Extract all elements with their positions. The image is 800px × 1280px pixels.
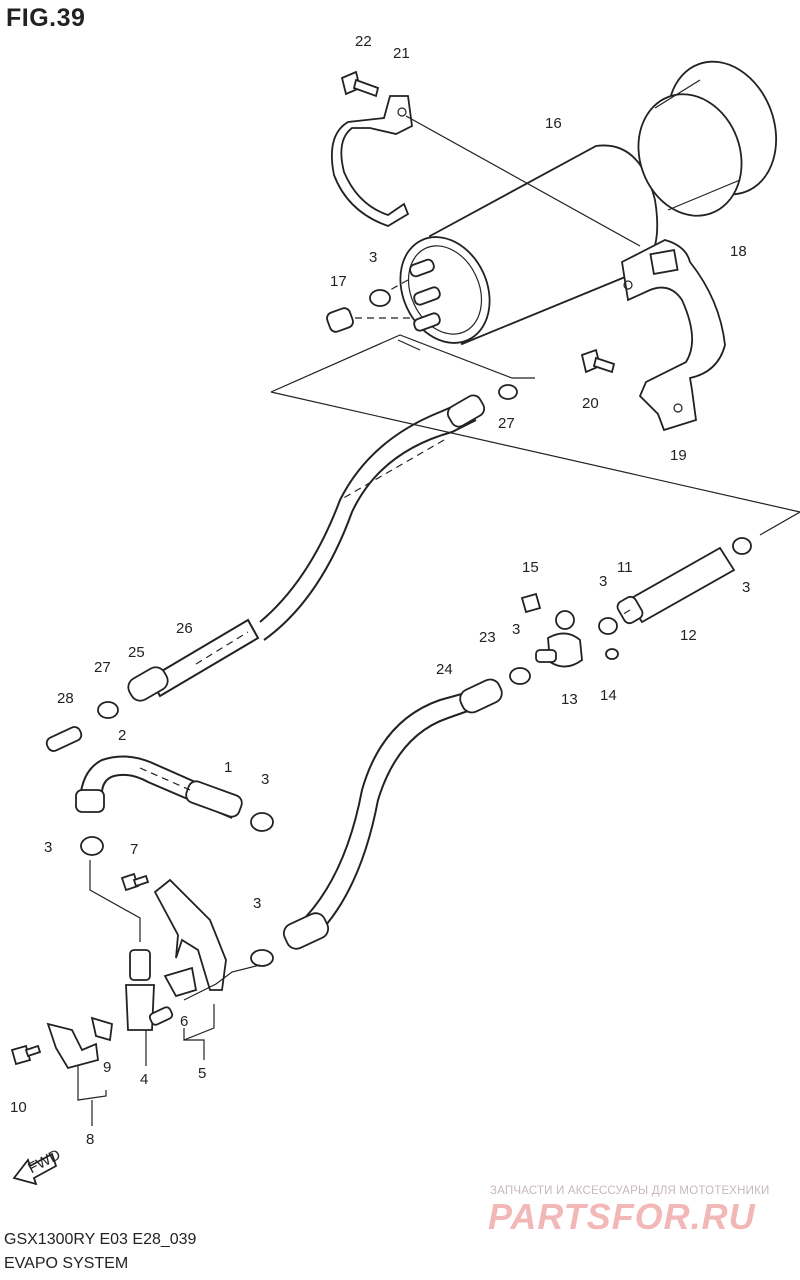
clip-6 [163, 966, 198, 998]
callout-3c: 3 [742, 579, 750, 596]
leader-lines [77, 115, 800, 1126]
callout-24: 24 [436, 661, 453, 678]
canister-16 [399, 144, 659, 346]
hose-24 [282, 678, 503, 950]
callout-15: 15 [522, 559, 539, 576]
callout-13: 13 [561, 691, 578, 708]
callout-25: 25 [128, 644, 145, 661]
callout-6: 6 [180, 1013, 188, 1030]
figure-title: FIG.39 [6, 4, 86, 32]
callout-20: 20 [582, 395, 599, 412]
callout-1: 1 [224, 759, 232, 776]
hose-1 [75, 755, 243, 819]
callout-26: 26 [176, 620, 193, 637]
callout-17: 17 [330, 273, 347, 290]
cap-17 [326, 307, 354, 333]
callout-28: 28 [57, 690, 74, 707]
callout-4: 4 [140, 1071, 148, 1088]
hose-26 [127, 394, 486, 702]
fwd-arrow-icon: FWD [12, 1146, 64, 1186]
callout-3b: 3 [599, 573, 607, 590]
callout-9: 9 [103, 1059, 111, 1076]
callout-21: 21 [393, 45, 410, 62]
screw-22 [340, 70, 380, 98]
callout-10: 10 [10, 1099, 27, 1116]
clamps [80, 289, 752, 967]
callout-23: 23 [479, 629, 496, 646]
valve-13 [520, 592, 619, 668]
part-callouts: 22 21 16 18 3 17 20 27 19 15 3 11 3 3 12… [10, 33, 750, 1148]
watermark-tagline: ЗАПЧАСТИ И АКСЕССУАРЫ ДЛЯ МОТОТЕХНИКИ [490, 1185, 770, 1197]
bracket-5 [153, 878, 227, 991]
callout-18: 18 [730, 243, 747, 260]
joint-28 [45, 726, 83, 752]
clip-9 [90, 1016, 113, 1042]
callout-3g: 3 [253, 895, 261, 912]
callout-5: 5 [198, 1065, 206, 1082]
bracket-19 [621, 239, 726, 432]
callout-2: 2 [118, 727, 126, 744]
callout-12: 12 [680, 627, 697, 644]
callout-3a: 3 [369, 249, 377, 266]
callout-22: 22 [355, 33, 372, 50]
screw-7 [120, 872, 150, 892]
watermark-brand: PARTSFOR.RU [488, 1196, 756, 1237]
cushion-18 [637, 60, 778, 217]
model-code: GSX1300RY E03 E28_039 [4, 1231, 197, 1248]
callout-14: 14 [600, 687, 617, 704]
callout-3d: 3 [512, 621, 520, 638]
callout-19: 19 [670, 447, 687, 464]
callout-3f: 3 [44, 839, 52, 856]
hose-12 [616, 546, 736, 625]
callout-3e: 3 [261, 771, 269, 788]
callout-7: 7 [130, 841, 138, 858]
callout-8: 8 [86, 1131, 94, 1148]
callout-27a: 27 [498, 415, 515, 432]
callout-27b: 27 [94, 659, 111, 676]
section-name: EVAPO SYSTEM [4, 1255, 129, 1272]
callout-16: 16 [545, 115, 562, 132]
bracket-21 [330, 95, 413, 227]
bolt-20 [580, 348, 616, 374]
bracket-8 [46, 1022, 99, 1070]
valve-4 [125, 949, 174, 1031]
screw-10 [10, 1044, 42, 1066]
callout-11: 11 [617, 559, 633, 576]
